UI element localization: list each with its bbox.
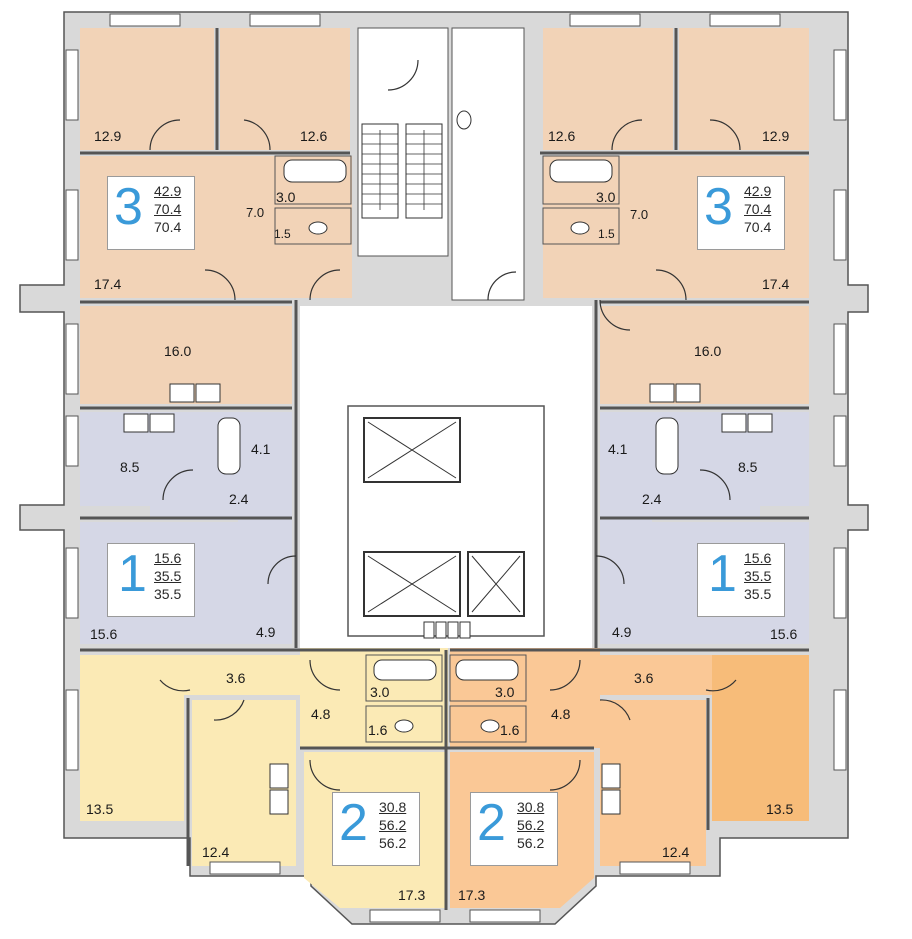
br-entry-area: 4.8 xyxy=(551,706,571,722)
ml-room-area: 15.6 xyxy=(90,626,118,642)
apartment-card-top-right: 3 42.9 70.4 70.4 xyxy=(697,176,785,250)
elevator-2-cross xyxy=(367,555,457,613)
ml-hall-area: 2.4 xyxy=(229,491,249,507)
rooms-count: 3 xyxy=(704,178,733,236)
living-area: 42.9 xyxy=(744,183,772,199)
toilets xyxy=(308,110,590,733)
br-wc-area: 1.6 xyxy=(500,722,520,738)
ml-entry xyxy=(238,506,292,644)
apartment-card-mid-left: 1 15.6 35.5 35.5 xyxy=(107,543,195,617)
elevator-3-cross xyxy=(471,555,521,613)
br-living-area: 17.3 xyxy=(458,887,486,903)
total-area: 35.5 xyxy=(154,568,182,584)
apartment-card-bottom-right: 2 30.8 56.2 56.2 xyxy=(470,792,558,866)
bl-room-area: 13.5 xyxy=(86,801,114,817)
total-area-2: 70.4 xyxy=(744,219,772,235)
br-wc xyxy=(449,705,527,743)
bl-living-area: 17.3 xyxy=(398,887,426,903)
bl-entry-area: 4.8 xyxy=(311,706,331,722)
br-kitchen-area: 12.4 xyxy=(662,844,690,860)
ml-bath xyxy=(192,412,292,482)
tr-wc-area: 1.5 xyxy=(598,227,615,241)
utility-panels xyxy=(423,621,471,639)
ml-bath-area: 4.1 xyxy=(251,441,271,457)
apartment-card-top-left: 3 42.9 70.4 70.4 xyxy=(107,176,195,250)
bl-hall xyxy=(160,655,310,695)
tl-bath-area: 3.0 xyxy=(276,189,296,205)
total-area: 70.4 xyxy=(154,201,182,217)
interior-walls xyxy=(80,28,809,910)
mr-bath-area: 4.1 xyxy=(608,441,628,457)
tl-kitchen-area: 16.0 xyxy=(164,343,192,359)
total-area-2: 35.5 xyxy=(154,586,182,602)
ml-kitchen-area: 8.5 xyxy=(120,459,140,475)
br-hall xyxy=(590,655,720,695)
tr-room-1 xyxy=(543,28,673,150)
apartment-card-mid-right: 1 15.6 35.5 35.5 xyxy=(697,543,785,617)
bl-bath-area: 3.0 xyxy=(370,684,390,700)
living-area: 30.8 xyxy=(517,799,545,815)
tr-room-1-area: 12.6 xyxy=(548,128,576,144)
tl-room-2 xyxy=(220,28,350,150)
bl-kitchen-area: 12.4 xyxy=(202,844,230,860)
door-swings xyxy=(149,59,741,791)
rooms-count: 1 xyxy=(118,545,147,603)
total-area-2: 56.2 xyxy=(379,835,407,851)
mr-room-area: 15.6 xyxy=(770,626,798,642)
tl-room-2-area: 12.6 xyxy=(300,128,328,144)
bathtubs xyxy=(217,159,679,681)
kitchen-stoves xyxy=(123,383,773,815)
service-corridor xyxy=(451,27,525,301)
total-area-2: 35.5 xyxy=(744,586,772,602)
rooms-count: 2 xyxy=(477,794,506,852)
elevator-1-cross xyxy=(367,421,457,479)
rooms-count: 3 xyxy=(114,178,143,236)
tr-room-2 xyxy=(679,28,809,150)
tl-room-1 xyxy=(80,28,214,150)
br-hall-area: 3.6 xyxy=(634,670,654,686)
br-room xyxy=(712,655,809,821)
living-area: 15.6 xyxy=(154,550,182,566)
tr-hall-area: 7.0 xyxy=(630,207,649,222)
living-area: 15.6 xyxy=(744,550,772,566)
mr-kitchen-area: 8.5 xyxy=(738,459,758,475)
bl-wc-area: 1.6 xyxy=(368,722,388,738)
tr-bath-area: 3.0 xyxy=(596,189,616,205)
stair-treads xyxy=(362,130,442,210)
tr-room-2-area: 12.9 xyxy=(762,128,790,144)
rooms-count: 2 xyxy=(339,794,368,852)
total-area-2: 56.2 xyxy=(517,835,545,851)
total-area: 56.2 xyxy=(379,817,407,833)
total-area: 70.4 xyxy=(744,201,772,217)
br-bath-area: 3.0 xyxy=(495,684,515,700)
tl-wc-area: 1.5 xyxy=(274,227,291,241)
tr-kitchen xyxy=(600,306,809,404)
tl-room-1-area: 12.9 xyxy=(94,128,122,144)
total-area: 35.5 xyxy=(744,568,772,584)
ml-entry-area: 4.9 xyxy=(256,624,276,640)
apartment-card-bottom-left: 2 30.8 56.2 56.2 xyxy=(332,792,420,866)
tl-living-area: 17.4 xyxy=(94,276,122,292)
br-room-area: 13.5 xyxy=(766,801,794,817)
mr-hall-area: 2.4 xyxy=(642,491,662,507)
tr-living-area: 17.4 xyxy=(762,276,790,292)
mr-entry xyxy=(600,506,652,644)
total-area: 56.2 xyxy=(517,817,545,833)
living-area: 42.9 xyxy=(154,183,182,199)
mr-entry-area: 4.9 xyxy=(612,624,632,640)
windows xyxy=(65,13,847,923)
bl-hall-area: 3.6 xyxy=(226,670,246,686)
tl-hall-area: 7.0 xyxy=(246,205,265,220)
living-area: 30.8 xyxy=(379,799,407,815)
rooms-count: 1 xyxy=(708,545,737,603)
total-area-2: 70.4 xyxy=(154,219,182,235)
mr-bath xyxy=(600,412,702,482)
tr-kitchen-area: 16.0 xyxy=(694,343,722,359)
